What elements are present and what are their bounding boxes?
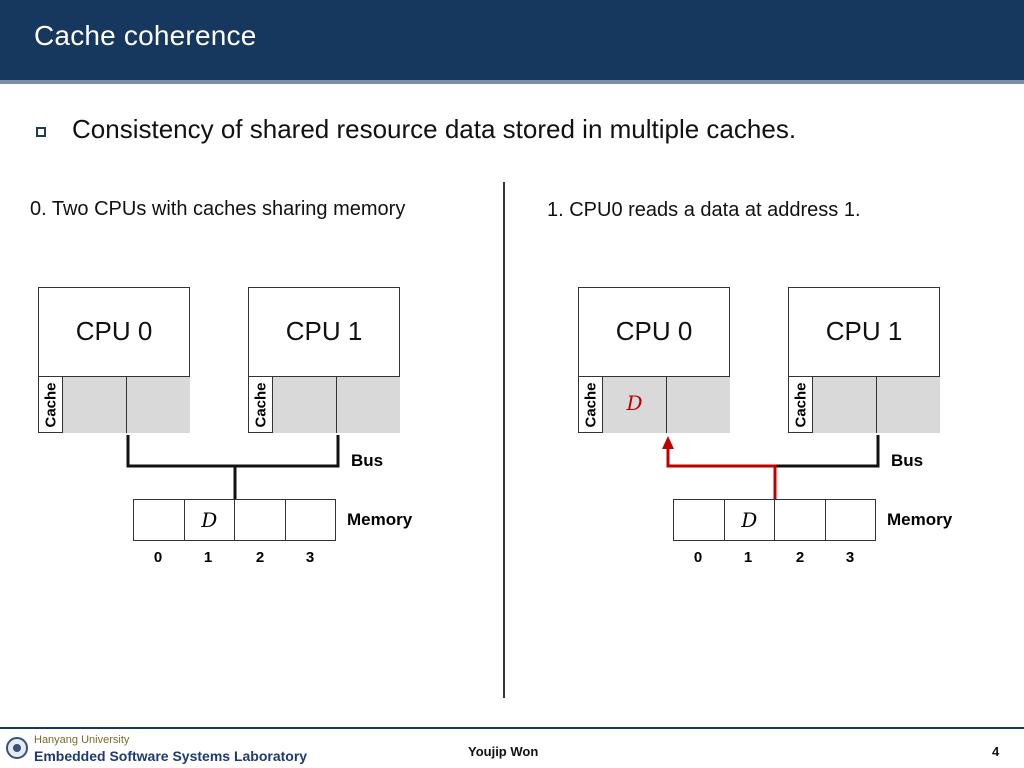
- read-path-arrowhead: [662, 436, 674, 449]
- memory-cell-2: [775, 500, 826, 540]
- left-memory-label: Memory: [347, 510, 413, 529]
- university-seal-icon: [6, 737, 28, 759]
- right-bus-label: Bus: [891, 451, 924, 470]
- cache-line-0: D: [603, 377, 667, 433]
- left-cpu1-box: CPU 1 Cache: [248, 287, 400, 433]
- cache-line-1: [667, 377, 730, 433]
- left-panel-heading: 0. Two CPUs with caches sharing memory: [30, 198, 406, 220]
- cache-label: Cache: [42, 382, 59, 428]
- cache-label-box: Cache: [249, 377, 273, 433]
- right-memory-label: Memory: [887, 510, 953, 529]
- cache-label-box: Cache: [579, 377, 603, 433]
- right-cpu0-box: CPU 0 Cache D: [578, 287, 730, 433]
- left-bus-line: [126, 435, 340, 468]
- cpu-label: CPU 1: [285, 316, 363, 346]
- cache-line-0: [273, 377, 337, 433]
- address-1: 1: [203, 549, 213, 566]
- right-panel-heading: 1. CPU0 reads a data at address 1.: [547, 199, 861, 221]
- title-bar: Cache coherence: [0, 0, 1024, 80]
- panel-divider: [503, 182, 505, 698]
- cache-row: Cache D: [579, 376, 730, 433]
- cpu-label: CPU 0: [75, 316, 153, 346]
- presenter-name: Youjip Won: [468, 744, 539, 759]
- address-2: 2: [795, 549, 805, 566]
- memory-cell-1: D: [185, 500, 235, 540]
- cache-row: Cache: [789, 376, 940, 433]
- address-3: 3: [305, 549, 315, 566]
- left-memory: D: [133, 499, 336, 541]
- memory-cell-1: D: [725, 500, 775, 540]
- cache-label: Cache: [252, 382, 269, 428]
- read-path-line: [666, 446, 777, 499]
- cache-row: Cache: [249, 376, 400, 433]
- cache-label: Cache: [582, 382, 599, 428]
- cpu-label: CPU 0: [615, 316, 693, 346]
- address-2: 2: [255, 549, 265, 566]
- memory-cell-0: [674, 500, 725, 540]
- footer-divider: [0, 727, 1024, 729]
- bullet-text: Consistency of shared resource data stor…: [72, 114, 797, 144]
- right-cpu1-box: CPU 1 Cache: [788, 287, 940, 433]
- cache-label-box: Cache: [789, 377, 813, 433]
- lab-name: Embedded Software Systems Laboratory: [34, 748, 308, 764]
- memory-cell-3: [286, 500, 336, 540]
- memory-cell-3: [826, 500, 876, 540]
- cache-line-0: [813, 377, 877, 433]
- left-bus-label: Bus: [351, 451, 384, 470]
- cache-line-0: [63, 377, 127, 433]
- cache-line-1: [877, 377, 940, 433]
- address-3: 3: [845, 549, 855, 566]
- cache-row: Cache: [39, 376, 190, 433]
- right-bus-line: [668, 435, 880, 468]
- title-underline: [0, 80, 1024, 84]
- cpu-label: CPU 1: [825, 316, 903, 346]
- university-name: Hanyang University: [34, 734, 130, 746]
- left-cpu0-box: CPU 0 Cache: [38, 287, 190, 433]
- slide-title: Cache coherence: [34, 20, 257, 51]
- cache-value: D: [626, 391, 643, 415]
- cache-label-box: Cache: [39, 377, 63, 433]
- address-0: 0: [693, 549, 703, 566]
- cache-label: Cache: [792, 382, 809, 428]
- right-memory: D: [673, 499, 876, 541]
- cache-line-1: [127, 377, 190, 433]
- memory-cell-0: [134, 500, 185, 540]
- address-1: 1: [743, 549, 753, 566]
- square-bullet-icon: [36, 127, 46, 137]
- page-number: 4: [992, 744, 1000, 759]
- memory-cell-2: [235, 500, 286, 540]
- cache-line-1: [337, 377, 400, 433]
- address-0: 0: [153, 549, 163, 566]
